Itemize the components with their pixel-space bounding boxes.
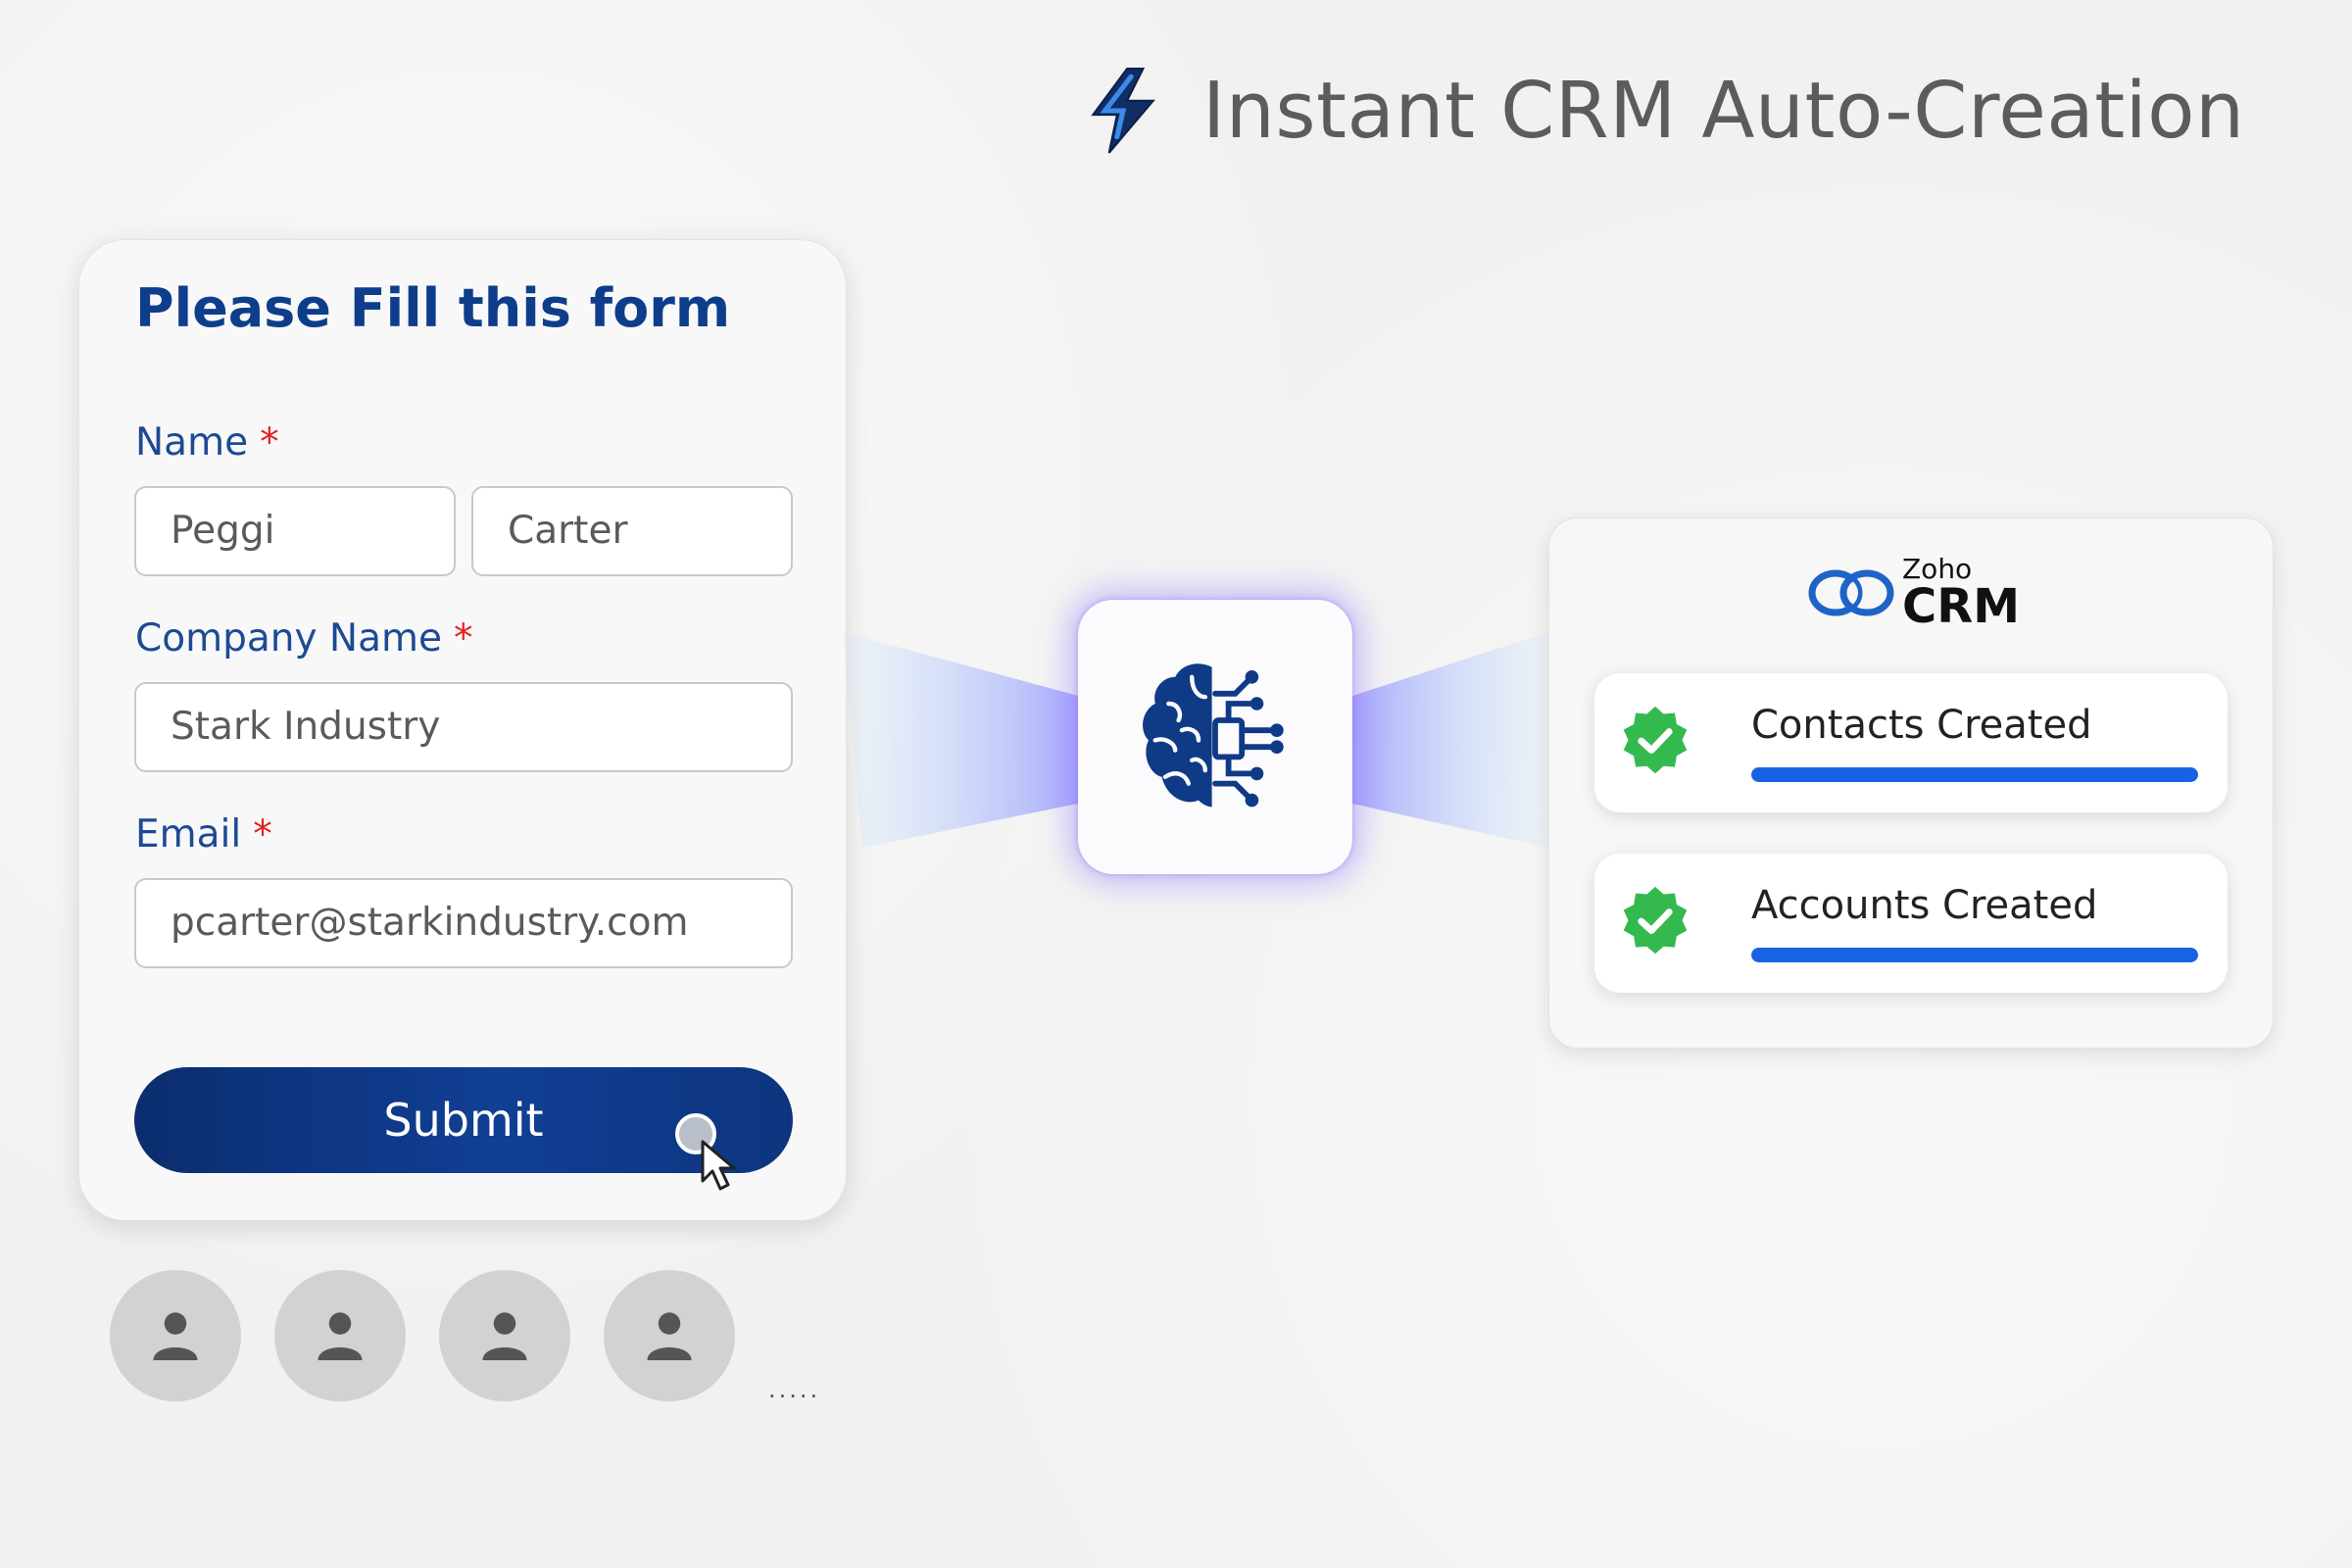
user-icon [153,1312,198,1360]
accounts-created-label: Accounts Created [1751,883,2098,928]
email-label: Email* [135,812,272,857]
beam-left [843,632,1078,848]
crm-logo-icon [1808,569,1894,616]
lightning-bolt-icon [1091,68,1155,154]
ai-brain-circuit-icon [1143,663,1284,808]
company-name-label: Company Name* [135,616,473,661]
user-icon [318,1312,363,1360]
avatar [274,1270,406,1401]
more-users-indicator: ..... [768,1376,821,1403]
avatar [439,1270,570,1401]
beam-right [1352,632,1548,848]
accounts-progress-fill [1751,948,2198,962]
name-label: Name* [135,420,279,465]
user-icon [647,1312,692,1360]
brand-name-big: CRM [1902,579,2020,634]
form-title: Please Fill this form [135,277,731,339]
contacts-progress-bar [1751,767,2198,782]
connection-beams [843,632,1548,848]
avatar [110,1270,241,1401]
user-avatar-list [110,1270,768,1401]
email-field[interactable]: pcarter@starkindustry.com [134,878,793,968]
page-title: Instant CRM Auto-Creation [1202,66,2245,156]
accounts-status-card: Accounts Created [1594,854,2228,993]
ai-processor [1078,600,1352,874]
contacts-status-card: Contacts Created [1594,673,2228,812]
required-marker: * [454,616,473,661]
required-marker: * [253,812,272,857]
avatar [604,1270,735,1401]
contacts-created-label: Contacts Created [1751,703,2092,748]
header: Instant CRM Auto-Creation [1083,57,2245,165]
user-icon [482,1312,527,1360]
check-badge-icon [1623,886,1688,955]
company-name-field[interactable]: Stark Industry [134,682,793,772]
contacts-progress-fill [1751,767,2198,782]
crm-result-card: Zoho CRM Contacts Created Accounts Creat… [1548,517,2274,1049]
required-marker: * [260,420,279,465]
mouse-pointer-icon [675,1113,736,1191]
zoho-crm-logo: Zoho CRM [1806,556,2020,630]
check-badge-icon [1623,706,1688,774]
last-name-field[interactable]: Carter [471,486,793,576]
brand-name-small: Zoho [1902,553,1973,585]
accounts-progress-bar [1751,948,2198,962]
signup-form-card: Please Fill this form Name* Peggi Carter… [78,239,847,1221]
first-name-field[interactable]: Peggi [134,486,456,576]
